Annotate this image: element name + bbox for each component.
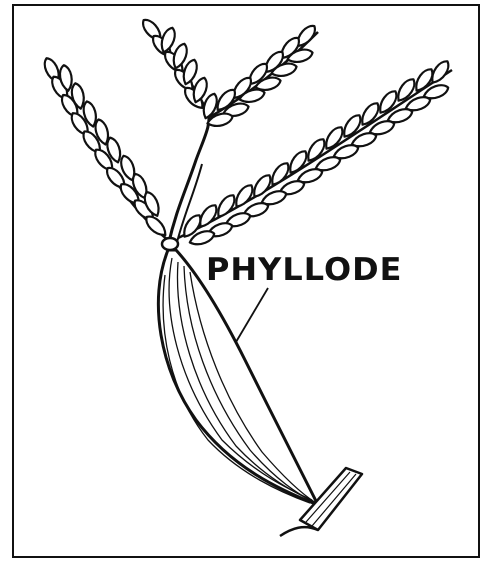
pinna-left — [41, 56, 169, 240]
pinna-top — [139, 16, 219, 120]
label-leader-line — [236, 288, 268, 342]
pinna-right — [178, 58, 452, 248]
phyllode-label: PHYLLODE — [206, 252, 403, 288]
pinna-upper-right — [206, 22, 319, 128]
